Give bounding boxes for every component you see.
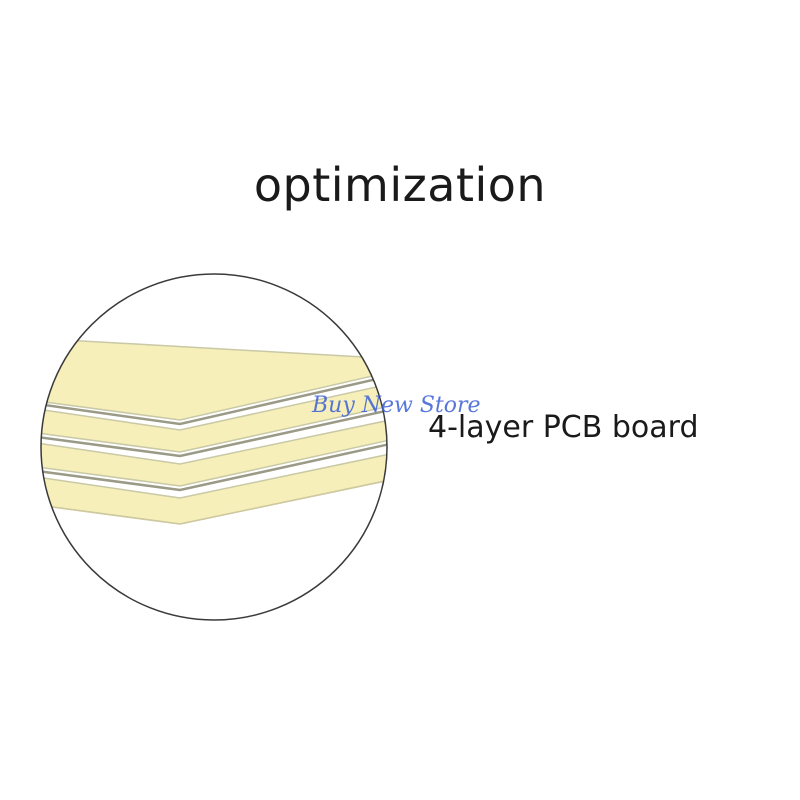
pcb-layer-4	[41, 453, 387, 525]
pcb-layer-1-edge	[41, 374, 387, 426]
page-title: optimization	[253, 158, 547, 212]
pcb-layer-1	[41, 337, 387, 421]
pcb-layer-2	[41, 383, 387, 453]
magnifier-circle	[40, 273, 388, 621]
pcb-layer-2-edge	[41, 408, 387, 458]
pcb-layer-4-edge	[41, 479, 387, 525]
pcb-layer-3	[41, 419, 387, 487]
pcb-layer-3-edge	[41, 442, 387, 492]
pcb-layer-label: 4-layer PCB board	[428, 410, 699, 445]
store-watermark: Buy New Store	[312, 393, 481, 418]
